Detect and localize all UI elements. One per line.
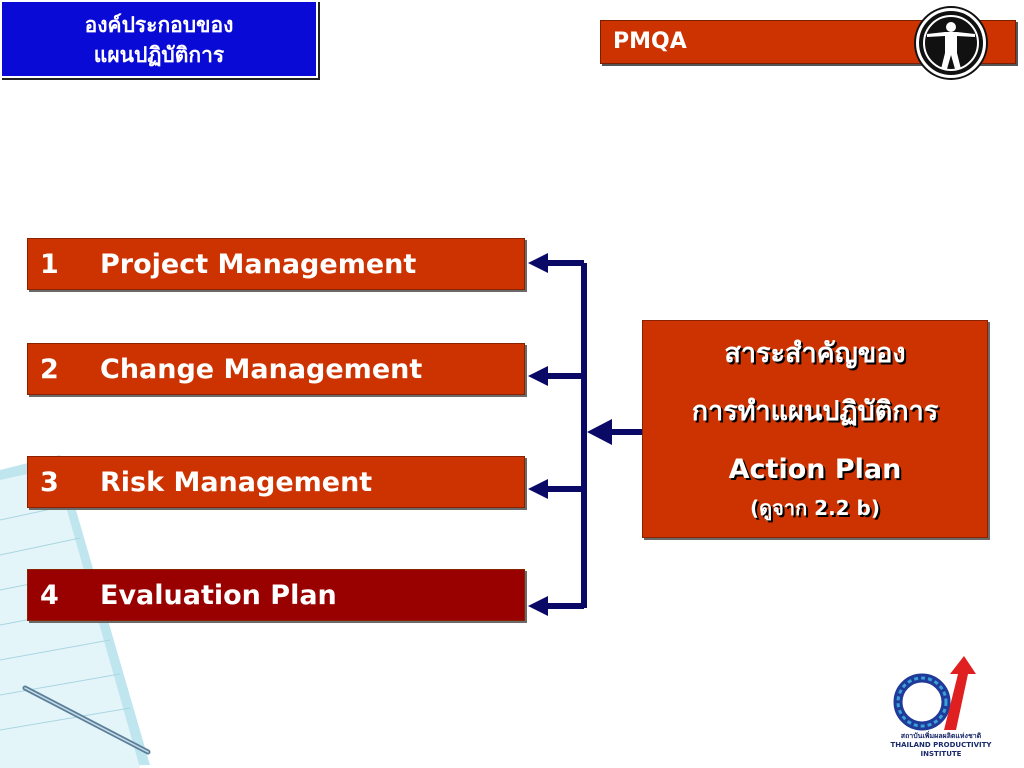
- item-number: 2: [40, 354, 59, 385]
- page-title: องค์ประกอบของ แผนปฏิบัติการ: [0, 0, 318, 78]
- vitruvian-man-icon: [916, 8, 986, 78]
- page-title-line1: องค์ประกอบของ: [84, 13, 234, 37]
- list-item: 1 Project Management: [27, 238, 525, 290]
- center-line4: (ดูจาก 2.2 b): [750, 496, 880, 520]
- pmqa-label: PMQA: [613, 29, 687, 54]
- item-label: Risk Management: [100, 467, 373, 498]
- list-item: 3 Risk Management: [27, 456, 525, 508]
- center-line1: สาระสำคัญของ: [724, 338, 906, 369]
- item-number: 3: [40, 467, 59, 498]
- page-title-line2: แผนปฏิบัติการ: [93, 43, 225, 67]
- arrowhead-icon: [528, 479, 548, 499]
- tpi-logo-text: สถาบันเพิ่มผลผลิตแห่งชาติ THAILAND PRODU…: [886, 732, 996, 759]
- item-label: Change Management: [100, 354, 423, 385]
- list-item: 4 Evaluation Plan: [27, 569, 525, 621]
- thailand-productivity-institute-logo: [893, 656, 976, 731]
- item-label: Project Management: [100, 249, 417, 280]
- item-label: Evaluation Plan: [100, 580, 337, 611]
- arrowhead-icon: [587, 419, 612, 445]
- item-number: 1: [40, 249, 59, 280]
- center-line3: Action Plan: [728, 454, 902, 485]
- item-number: 4: [40, 580, 59, 611]
- arrowhead-icon: [528, 253, 548, 273]
- tpi-text-th: สถาบันเพิ่มผลผลิตแห่งชาติ: [900, 732, 982, 740]
- list-item: 2 Change Management: [27, 343, 525, 395]
- action-plan-box: สาระสำคัญของ การทำแผนปฏิบัติการ Action P…: [642, 320, 988, 538]
- arrowhead-icon: [528, 596, 548, 616]
- center-line2: การทำแผนปฏิบัติการ: [691, 396, 939, 427]
- tpi-text-en: THAILAND PRODUCTIVITY INSTITUTE: [890, 741, 992, 758]
- arrowhead-icon: [528, 366, 548, 386]
